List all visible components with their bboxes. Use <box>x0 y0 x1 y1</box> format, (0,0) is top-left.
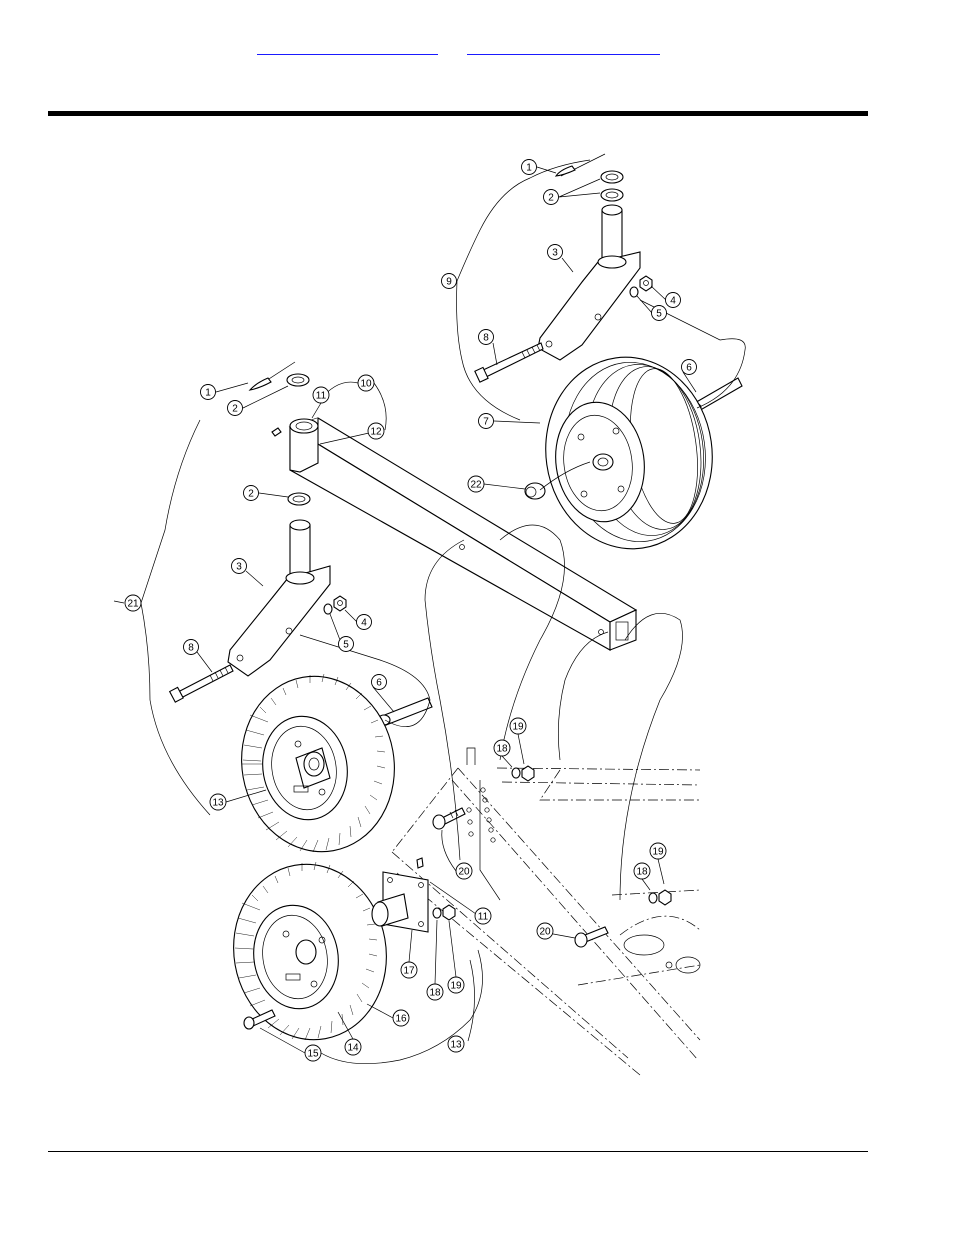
callout-13: 13 <box>209 793 227 811</box>
callout-label: 1 <box>526 163 532 174</box>
callout-17: 17 <box>400 961 418 979</box>
callout-7: 7 <box>478 413 494 429</box>
callout-label: 1 <box>205 388 211 399</box>
callout-8: 8 <box>478 329 494 345</box>
callout-11: 11 <box>474 907 492 925</box>
callout-label: 8 <box>483 333 489 344</box>
callout-label: 15 <box>307 1049 319 1060</box>
callout-label: 7 <box>483 417 489 428</box>
header-link-right[interactable] <box>467 40 660 55</box>
callout-label: 2 <box>248 489 254 500</box>
callout-18: 18 <box>493 739 511 757</box>
callout-label: 2 <box>232 404 238 415</box>
callout-9: 9 <box>441 273 457 289</box>
upper-caster-assembly <box>474 153 743 550</box>
callout-label: 19 <box>512 722 524 733</box>
callout-3: 3 <box>547 244 563 260</box>
callout-label: 18 <box>636 867 648 878</box>
callout-label: 6 <box>376 678 382 689</box>
callout-18: 18 <box>426 983 444 1001</box>
turf-tire-upper <box>241 673 395 853</box>
callout-11: 11 <box>312 386 330 404</box>
callout-12: 12 <box>367 422 385 440</box>
axle-tube <box>288 417 638 651</box>
callout-8: 8 <box>183 639 199 655</box>
callout-label: 4 <box>361 618 367 629</box>
callout-label: 18 <box>429 988 441 999</box>
callout-label: 10 <box>360 379 372 390</box>
callout-label: 11 <box>316 391 327 402</box>
callout-3: 3 <box>231 558 247 574</box>
callout-label: 3 <box>236 562 242 573</box>
callout-label: 11 <box>478 912 489 923</box>
callout-4: 4 <box>356 614 372 630</box>
callout-2: 2 <box>243 485 259 501</box>
frame-outline <box>391 747 701 1076</box>
left-caster-assembly <box>168 361 433 726</box>
callout-6: 6 <box>681 359 697 375</box>
callout-19: 19 <box>509 717 527 735</box>
callout-6: 6 <box>371 674 387 690</box>
callout-19: 19 <box>649 842 667 860</box>
callout-label: 19 <box>652 847 664 858</box>
callout-label: 5 <box>656 309 662 320</box>
callout-21: 21 <box>124 594 142 612</box>
callout-label: 18 <box>496 744 508 755</box>
callout-label: 14 <box>347 1043 359 1054</box>
callout-label: 19 <box>450 981 462 992</box>
callout-label: 16 <box>395 1014 407 1025</box>
callout-18: 18 <box>633 862 651 880</box>
callout-label: 3 <box>552 248 558 259</box>
callout-14: 14 <box>344 1038 362 1056</box>
callout-label: 12 <box>370 427 382 438</box>
callout-19: 19 <box>447 976 465 994</box>
callout-13: 13 <box>447 1035 465 1053</box>
callout-1: 1 <box>521 159 537 175</box>
callout-label: 13 <box>212 798 224 809</box>
callout-22: 22 <box>467 475 485 493</box>
callout-10: 10 <box>357 374 375 392</box>
header-rule <box>48 111 868 116</box>
callout-label: 22 <box>470 480 482 491</box>
callout-1: 1 <box>200 384 216 400</box>
callout-label: 21 <box>127 599 139 610</box>
callout-label: 6 <box>686 363 692 374</box>
callout-2: 2 <box>543 189 559 205</box>
callout-20: 20 <box>455 862 473 880</box>
callout-16: 16 <box>392 1009 410 1027</box>
callout-label: 13 <box>450 1040 462 1051</box>
callout-label: 20 <box>539 927 551 938</box>
callout-label: 5 <box>343 640 349 651</box>
callout-20: 20 <box>536 922 554 940</box>
callout-label: 17 <box>403 966 415 977</box>
callout-label: 2 <box>548 193 554 204</box>
callout-label: 8 <box>188 643 194 654</box>
callout-5: 5 <box>338 636 354 652</box>
callout-5: 5 <box>651 305 667 321</box>
callout-2: 2 <box>227 400 243 416</box>
callout-15: 15 <box>304 1044 322 1062</box>
callout-label: 9 <box>446 277 452 288</box>
callout-label: 4 <box>670 296 676 307</box>
footer-rule <box>48 1151 868 1152</box>
turf-tire-lower <box>233 861 429 1041</box>
leader-lines <box>113 159 746 1065</box>
callout-4: 4 <box>665 292 681 308</box>
frame-hardware <box>416 765 672 948</box>
header-link-left[interactable] <box>257 40 438 55</box>
callout-label: 20 <box>458 867 470 878</box>
